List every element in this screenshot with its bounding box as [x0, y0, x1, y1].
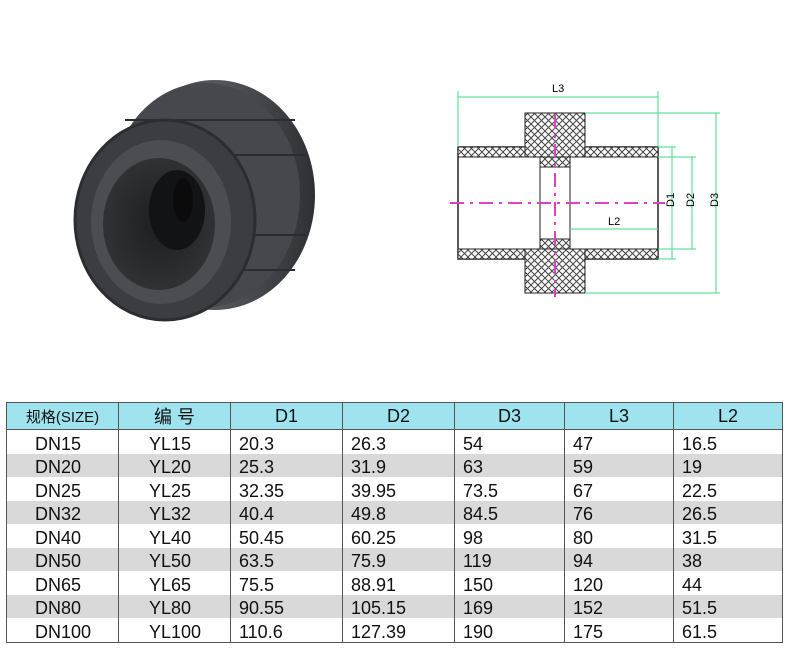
label-l3: L3 — [552, 83, 564, 95]
header-d1: D1 — [230, 402, 343, 430]
cell: 90.55 — [230, 594, 343, 618]
cell: 150 — [454, 571, 565, 595]
table-row: DN15 YL15 20.3 26.3 54 47 16.5 — [6, 429, 783, 454]
cell: 94 — [564, 547, 674, 571]
cell: 127.39 — [342, 618, 455, 643]
table-row: DN25 YL25 32.35 39.95 73.5 67 22.5 — [6, 477, 783, 501]
cell: 44 — [673, 571, 783, 595]
cell: 40.4 — [230, 500, 343, 524]
cell: 19 — [673, 453, 783, 477]
cell: 63 — [454, 453, 565, 477]
label-d1: D1 — [665, 193, 677, 207]
table-row: DN32 YL32 40.4 49.8 84.5 76 26.5 — [6, 500, 783, 524]
table-row: DN40 YL40 50.45 60.25 98 80 31.5 — [6, 524, 783, 548]
cell: 50.45 — [230, 524, 343, 548]
cell: DN80 — [6, 594, 119, 618]
cell: YL15 — [118, 429, 231, 454]
cell: DN20 — [6, 453, 119, 477]
cell: 26.5 — [673, 500, 783, 524]
cell: 84.5 — [454, 500, 565, 524]
cell: 63.5 — [230, 547, 343, 571]
header-l2: L2 — [673, 402, 783, 430]
table-row: DN20 YL20 25.3 31.9 63 59 19 — [6, 453, 783, 477]
label-d3: D3 — [709, 193, 721, 207]
cell: 51.5 — [673, 594, 783, 618]
cell: 25.3 — [230, 453, 343, 477]
cell: 61.5 — [673, 618, 783, 643]
cell: 105.15 — [342, 594, 455, 618]
header-code: 编 号 — [118, 402, 231, 430]
header-l3: L3 — [564, 402, 674, 430]
table-header-row: 规格(SIZE) 编 号 D1 D2 D3 L3 L2 — [6, 402, 783, 430]
cell: 67 — [564, 477, 674, 501]
cell: 175 — [564, 618, 674, 643]
header-d2: D2 — [342, 402, 455, 430]
cell: 73.5 — [454, 477, 565, 501]
cell: 169 — [454, 594, 565, 618]
cell: 31.9 — [342, 453, 455, 477]
cell: 152 — [564, 594, 674, 618]
cell: DN25 — [6, 477, 119, 501]
cell: DN65 — [6, 571, 119, 595]
cell: DN50 — [6, 547, 119, 571]
cell: YL65 — [118, 571, 231, 595]
cell: YL100 — [118, 618, 231, 643]
cell: 75.5 — [230, 571, 343, 595]
cell: YL80 — [118, 594, 231, 618]
cell: 88.91 — [342, 571, 455, 595]
cell: 49.8 — [342, 500, 455, 524]
table-row: DN50 YL50 63.5 75.9 119 94 38 — [6, 547, 783, 571]
table-row: DN80 YL80 90.55 105.15 169 152 51.5 — [6, 594, 783, 618]
cell: 59 — [564, 453, 674, 477]
cell: 80 — [564, 524, 674, 548]
header-d3: D3 — [454, 402, 565, 430]
product-photo — [73, 80, 315, 322]
cell: 119 — [454, 547, 565, 571]
label-l2: L2 — [608, 216, 620, 228]
cell: YL25 — [118, 477, 231, 501]
cell: 47 — [564, 429, 674, 454]
cell: 110.6 — [230, 618, 343, 643]
cell: DN100 — [6, 618, 119, 643]
table-row: DN100 YL100 110.6 127.39 190 175 61.5 — [6, 618, 783, 643]
cell: YL32 — [118, 500, 231, 524]
cell: 120 — [564, 571, 674, 595]
cell: 20.3 — [230, 429, 343, 454]
cell: 39.95 — [342, 477, 455, 501]
cell: 98 — [454, 524, 565, 548]
cell: 32.35 — [230, 477, 343, 501]
cell: 31.5 — [673, 524, 783, 548]
cell: 75.9 — [342, 547, 455, 571]
cell: DN32 — [6, 500, 119, 524]
cell: 60.25 — [342, 524, 455, 548]
header-size: 规格(SIZE) — [6, 402, 119, 430]
cell: 76 — [564, 500, 674, 524]
cell: 16.5 — [673, 429, 783, 454]
cell: DN15 — [6, 429, 119, 454]
cell: 22.5 — [673, 477, 783, 501]
table-row: DN65 YL65 75.5 88.91 150 120 44 — [6, 571, 783, 595]
cell: YL50 — [118, 547, 231, 571]
dimension-drawing: L3 L2 D1 D2 D3 — [450, 83, 721, 297]
cell: 54 — [454, 429, 565, 454]
cell: 190 — [454, 618, 565, 643]
cell: 38 — [673, 547, 783, 571]
cell: YL20 — [118, 453, 231, 477]
cell: DN40 — [6, 524, 119, 548]
spec-table: 规格(SIZE) 编 号 D1 D2 D3 L3 L2 DN15 YL15 20… — [6, 402, 783, 643]
cell: 26.3 — [342, 429, 455, 454]
cell: YL40 — [118, 524, 231, 548]
label-d2: D2 — [685, 193, 697, 207]
